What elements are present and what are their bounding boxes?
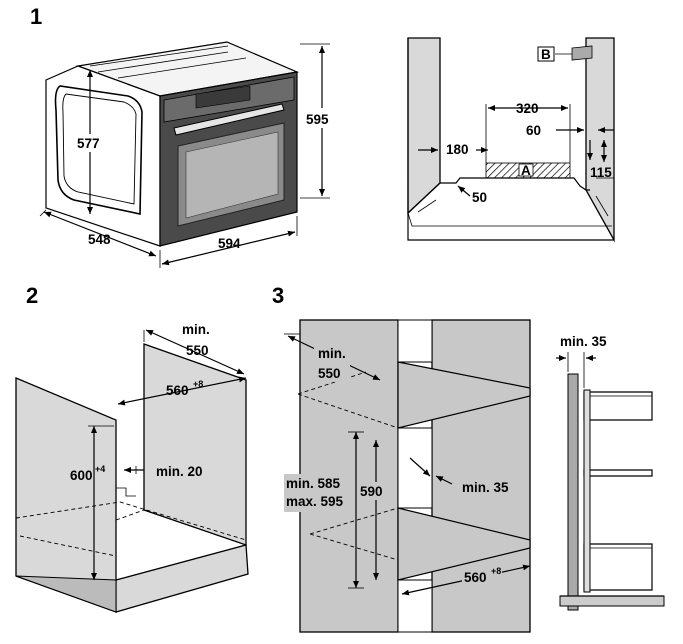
fig3-min-label: min. bbox=[318, 346, 346, 361]
fig3-dim-590: 590 bbox=[360, 484, 383, 499]
dim-60: 60 bbox=[526, 123, 541, 138]
dim-50: 50 bbox=[472, 190, 487, 205]
dim-180: 180 bbox=[446, 142, 469, 157]
step-number-1: 1 bbox=[30, 4, 42, 29]
fig3-min-35-inner: min. 35 bbox=[462, 480, 509, 495]
dim-115: 115 bbox=[590, 165, 612, 180]
step-number-2: 2 bbox=[26, 283, 38, 308]
dim-320: 320 bbox=[516, 101, 539, 116]
dim-oven-width: 594 bbox=[218, 236, 241, 251]
step-number-3: 3 bbox=[272, 283, 284, 308]
fig3-max-595: max. 595 bbox=[286, 494, 344, 509]
area-a-box bbox=[518, 163, 534, 177]
fig2-dim-560: 560 bbox=[166, 383, 189, 398]
label-a: A bbox=[521, 163, 531, 178]
fig2-dim-600: 600 bbox=[70, 468, 93, 483]
cross-section-dimensions bbox=[418, 104, 614, 197]
fig2-min-label: min. bbox=[182, 322, 210, 337]
fig2-min-550: 550 bbox=[186, 343, 209, 358]
cabinet-cross-section bbox=[407, 37, 615, 243]
label-bg-fig3-550 bbox=[314, 344, 350, 382]
fig3-sup-560: +8 bbox=[491, 566, 501, 576]
bracket-b-box bbox=[537, 46, 555, 62]
fig3-min-550: 550 bbox=[318, 366, 341, 381]
label-bg-fig3-590 bbox=[358, 482, 388, 500]
dim-oven-depth: 548 bbox=[88, 232, 111, 247]
fig3-min-585: min. 585 bbox=[286, 476, 341, 491]
label-b: B bbox=[541, 47, 551, 62]
fig2-sup-600: +4 bbox=[95, 464, 105, 474]
label-bg-595 bbox=[304, 108, 336, 128]
dim-oven-height: 595 bbox=[306, 112, 329, 127]
fig3-dim-560: 560 bbox=[464, 570, 487, 585]
fig2-sup-560: +8 bbox=[193, 379, 203, 389]
figure2-dimensions bbox=[88, 329, 247, 580]
label-bg-fig3-585 bbox=[284, 474, 354, 512]
oven-illustration bbox=[45, 41, 300, 247]
dim-oven-inner-height: 577 bbox=[77, 136, 100, 151]
fig2-min-20: min. 20 bbox=[156, 464, 203, 479]
label-bg-fig3-560 bbox=[462, 566, 502, 586]
label-bg-577 bbox=[74, 134, 108, 152]
tall-cabinet-side-view bbox=[556, 352, 665, 611]
fig3-min-35-side: min. 35 bbox=[560, 334, 607, 349]
label-bg-fig3-min35 bbox=[460, 478, 522, 496]
